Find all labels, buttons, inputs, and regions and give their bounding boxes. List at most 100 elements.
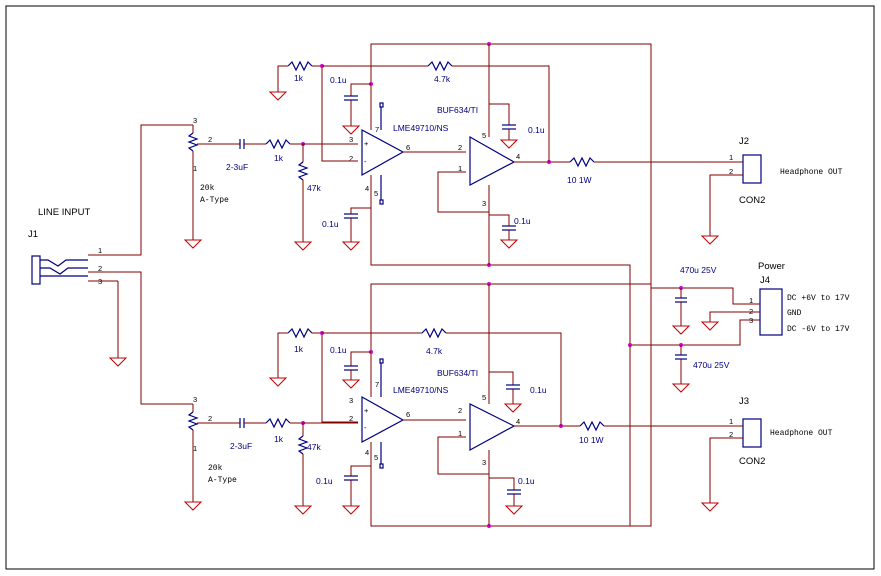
potentiometer xyxy=(187,132,199,152)
dc-plus-label: DC +6V to 17V xyxy=(787,294,850,303)
pin-label: 1 xyxy=(458,429,462,438)
buffer-amp xyxy=(469,403,516,452)
pin-label: 4 xyxy=(516,152,520,161)
pin-label: 5 xyxy=(374,453,378,462)
pin-label: 2 xyxy=(729,430,733,439)
ground-symbol xyxy=(268,377,288,387)
pin-label: 6 xyxy=(406,410,410,419)
pin-label: 3 xyxy=(98,277,102,286)
decouple-cap-value: 0.1u xyxy=(514,216,531,226)
ground-symbol xyxy=(268,91,288,101)
power-label: Power xyxy=(758,261,785,272)
ground-symbol xyxy=(183,239,203,249)
ground-symbol xyxy=(503,403,523,413)
input-resistor-value: 1k xyxy=(274,434,284,444)
pin-label: 1 xyxy=(729,153,733,162)
dc-minus-label: DC -6V to 17V xyxy=(787,325,850,334)
pin-label: 2 xyxy=(458,143,462,152)
channel-top: 3 2 1 20k A-Type 2-3uF 1k 47k + - 3 2 6 … xyxy=(183,42,726,345)
pin-label: 4 xyxy=(365,448,369,457)
pin-label: 2 xyxy=(729,167,733,176)
pin-label: 3 xyxy=(349,135,353,144)
potentiometer xyxy=(187,411,199,431)
decouple-cap-value: 0.1u xyxy=(330,345,347,355)
ground-symbol xyxy=(700,235,720,245)
pin-label: 3 xyxy=(749,316,753,325)
shunt-resistor-value: 47k xyxy=(307,183,321,193)
headphone-out-bottom: Headphone OUT xyxy=(770,429,833,438)
ground-symbol xyxy=(504,505,524,515)
j3-label: J3 xyxy=(739,396,749,407)
pin-label: 3 xyxy=(193,395,197,404)
pin-label: 2 xyxy=(749,307,753,316)
opamp xyxy=(361,128,405,177)
pin-label: 1 xyxy=(193,164,197,173)
pin-label: 2 xyxy=(98,264,102,273)
pin-label: 7 xyxy=(375,125,379,134)
output-resistor-value: 10 1W xyxy=(579,435,604,445)
pin-label: 2 xyxy=(208,135,212,144)
ground-symbol xyxy=(671,383,691,393)
pin-label: 6 xyxy=(406,143,410,152)
decouple-cap-value: 0.1u xyxy=(322,219,339,229)
feedback-resistor-value: 4.7k xyxy=(434,74,451,84)
con2-bottom-label: CON2 xyxy=(739,456,765,467)
pin-label: 2 xyxy=(458,406,462,415)
svg-text:+: + xyxy=(364,139,369,148)
pin-label: 1 xyxy=(729,417,733,426)
pin-label: 3 xyxy=(482,458,486,467)
pot-type: A-Type xyxy=(208,476,237,485)
ground-symbol xyxy=(671,325,691,335)
output-resistor-value: 10 1W xyxy=(567,175,592,185)
ground-symbol xyxy=(108,357,128,367)
ground-symbol xyxy=(293,505,313,515)
decouple-cap-value: 0.1u xyxy=(518,476,535,486)
pin-label: 3 xyxy=(349,396,353,405)
pin-label: 2 xyxy=(208,414,212,423)
svg-text:-: - xyxy=(364,423,367,432)
buffer-part: BUF634/TI xyxy=(437,368,478,378)
ground-symbol xyxy=(341,241,361,251)
opamp-part: LME49710/NS xyxy=(393,123,449,133)
ground-symbol xyxy=(341,379,361,389)
decouple-cap-value: 0.1u xyxy=(330,75,347,85)
pin-label: 1 xyxy=(458,164,462,173)
pin-label: 5 xyxy=(482,131,486,140)
pin-label: 5 xyxy=(482,393,486,402)
connector-j3: 1 2 xyxy=(700,417,762,512)
decouple-cap-value: 0.1u xyxy=(528,125,545,135)
con2-top-label: CON2 xyxy=(739,195,765,206)
ground-symbol xyxy=(183,501,203,511)
cap-470-top-label: 470u 25V xyxy=(680,265,717,275)
ground-symbol xyxy=(700,321,720,331)
pin-label: 1 xyxy=(749,296,753,305)
ground-symbol xyxy=(341,505,361,515)
pin-label: 2 xyxy=(349,154,353,163)
power-connector-j4: 1 2 3 xyxy=(628,286,783,393)
pin-label: 2 xyxy=(349,414,353,423)
jack-j1 xyxy=(31,254,134,285)
pot-type: A-Type xyxy=(200,196,229,205)
input-cap-value: 2-3uF xyxy=(226,162,248,172)
feedback-input-resistor-value: 1k xyxy=(294,73,304,83)
feedback-resistor-value: 4.7k xyxy=(426,346,443,356)
opamp xyxy=(361,395,405,444)
ground-symbol xyxy=(293,241,313,251)
feedback-input-resistor-value: 1k xyxy=(294,344,304,354)
shunt-resistor-value: 47k xyxy=(307,442,321,452)
pin-label: 4 xyxy=(365,184,369,193)
ground-symbol xyxy=(499,139,519,149)
pin-label: 5 xyxy=(374,189,378,198)
connector-j2: 1 2 xyxy=(700,153,762,245)
pin-label: 3 xyxy=(482,199,486,208)
sheet-border xyxy=(5,5,875,570)
j2-label: J2 xyxy=(739,136,749,147)
buffer-part: BUF634/TI xyxy=(437,105,478,115)
pin-label: 1 xyxy=(98,246,102,255)
headphone-out-top: Headphone OUT xyxy=(780,168,843,177)
pot-value: 20k xyxy=(200,184,215,193)
pot-value: 20k xyxy=(208,464,223,473)
channel-bottom: 3 2 1 20k A-Type 2-3uF 1k 47k + - 3 2 6 … xyxy=(183,282,726,528)
j1-label: J1 xyxy=(28,229,38,240)
